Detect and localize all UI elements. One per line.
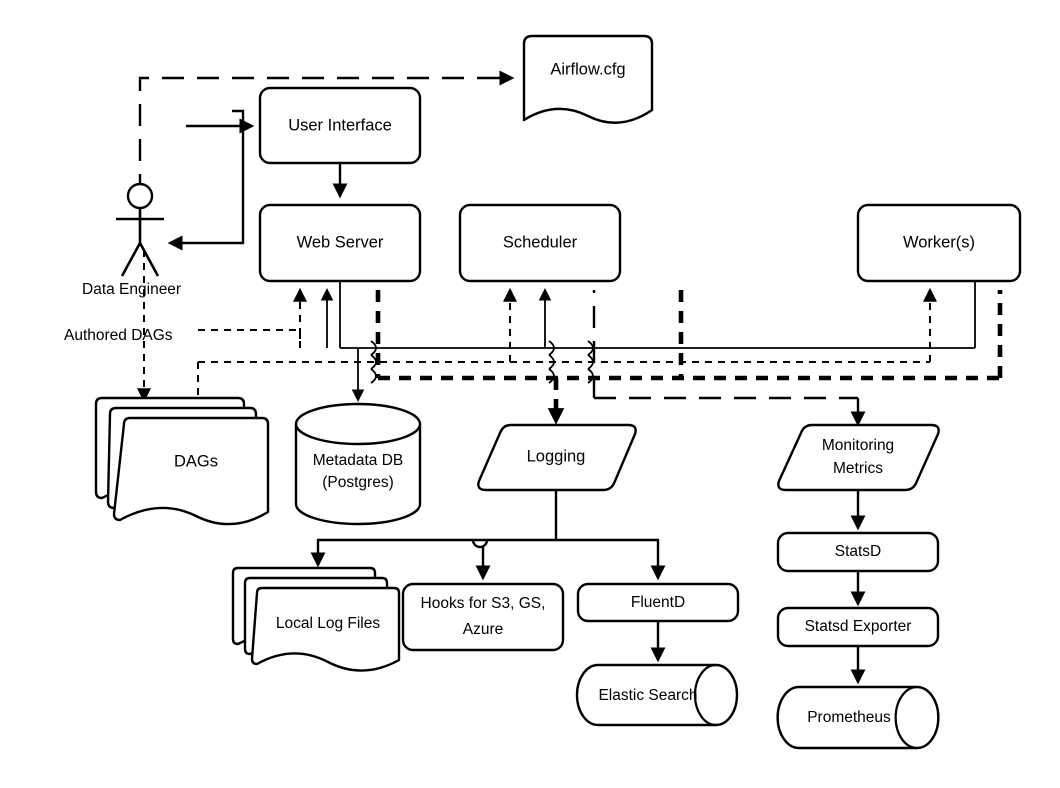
workers-label: Worker(s)	[903, 233, 975, 251]
node-metadata-db[interactable]: Metadata DB (Postgres)	[294, 402, 422, 526]
node-hooks[interactable]: Hooks for S3, GS, Azure	[401, 582, 565, 652]
edge-bus-dashed-lane	[197, 287, 937, 400]
node-web-server[interactable]: Web Server	[258, 203, 422, 283]
monitoring-metrics-label-line1: Monitoring	[822, 437, 894, 454]
statsd-exporter-label: Statsd Exporter	[805, 618, 912, 635]
actor-data-engineer[interactable]: Data Engineer	[82, 182, 181, 298]
elastic-search-label: Elastic Search	[598, 687, 697, 704]
airflow-cfg-label: Airflow.cfg	[550, 60, 625, 78]
scheduler-label: Scheduler	[503, 233, 578, 251]
node-user-interface[interactable]: User Interface	[258, 86, 422, 165]
statsd-label: StatsD	[835, 543, 882, 560]
node-statsd-exporter[interactable]: Statsd Exporter	[776, 606, 940, 648]
authored-dags-label: Authored DAGs	[64, 327, 173, 344]
node-logging[interactable]: Logging	[477, 423, 637, 492]
node-statsd[interactable]: StatsD	[776, 531, 940, 573]
edge-bus-solid-lane	[320, 281, 976, 403]
metadata-db-label-line1: Metadata DB	[313, 452, 403, 469]
edge-jump-bumps	[370, 340, 594, 384]
hooks-label-line1: Hooks for S3, GS,	[421, 595, 546, 612]
edge-config-to-airflowcfg	[138, 70, 515, 196]
dags-label: DAGs	[174, 452, 218, 470]
web-server-label: Web Server	[297, 233, 384, 251]
edge-bus-monitoring-lane	[592, 290, 866, 427]
node-scheduler[interactable]: Scheduler	[458, 203, 622, 283]
actor-label: Data Engineer	[82, 281, 181, 298]
monitoring-metrics-label-line2: Metrics	[833, 460, 883, 477]
local-log-files-label: Local Log Files	[276, 615, 381, 632]
node-airflow-cfg[interactable]: Airflow.cfg	[522, 34, 654, 124]
user-interface-label: User Interface	[288, 116, 392, 134]
node-prometheus[interactable]: Prometheus	[776, 685, 940, 750]
node-fluentd[interactable]: FluentD	[576, 582, 740, 623]
node-elastic-search[interactable]: Elastic Search	[575, 663, 739, 727]
logging-label: Logging	[527, 447, 586, 465]
node-workers[interactable]: Worker(s)	[856, 203, 1022, 283]
edge-logging-fanout	[310, 490, 666, 581]
node-dags[interactable]: DAGs	[94, 396, 270, 526]
prometheus-label: Prometheus	[807, 709, 891, 726]
metadata-db-label-line2: (Postgres)	[322, 474, 394, 491]
node-monitoring-metrics[interactable]: Monitoring Metrics	[777, 423, 940, 492]
edge-webserver-to-engineer	[167, 109, 245, 251]
fluentd-label: FluentD	[631, 594, 685, 611]
hooks-label-line2: Azure	[463, 621, 504, 638]
node-local-log-files[interactable]: Local Log Files	[231, 566, 401, 672]
edge-bus-bold-dashed-lane	[375, 290, 1003, 425]
